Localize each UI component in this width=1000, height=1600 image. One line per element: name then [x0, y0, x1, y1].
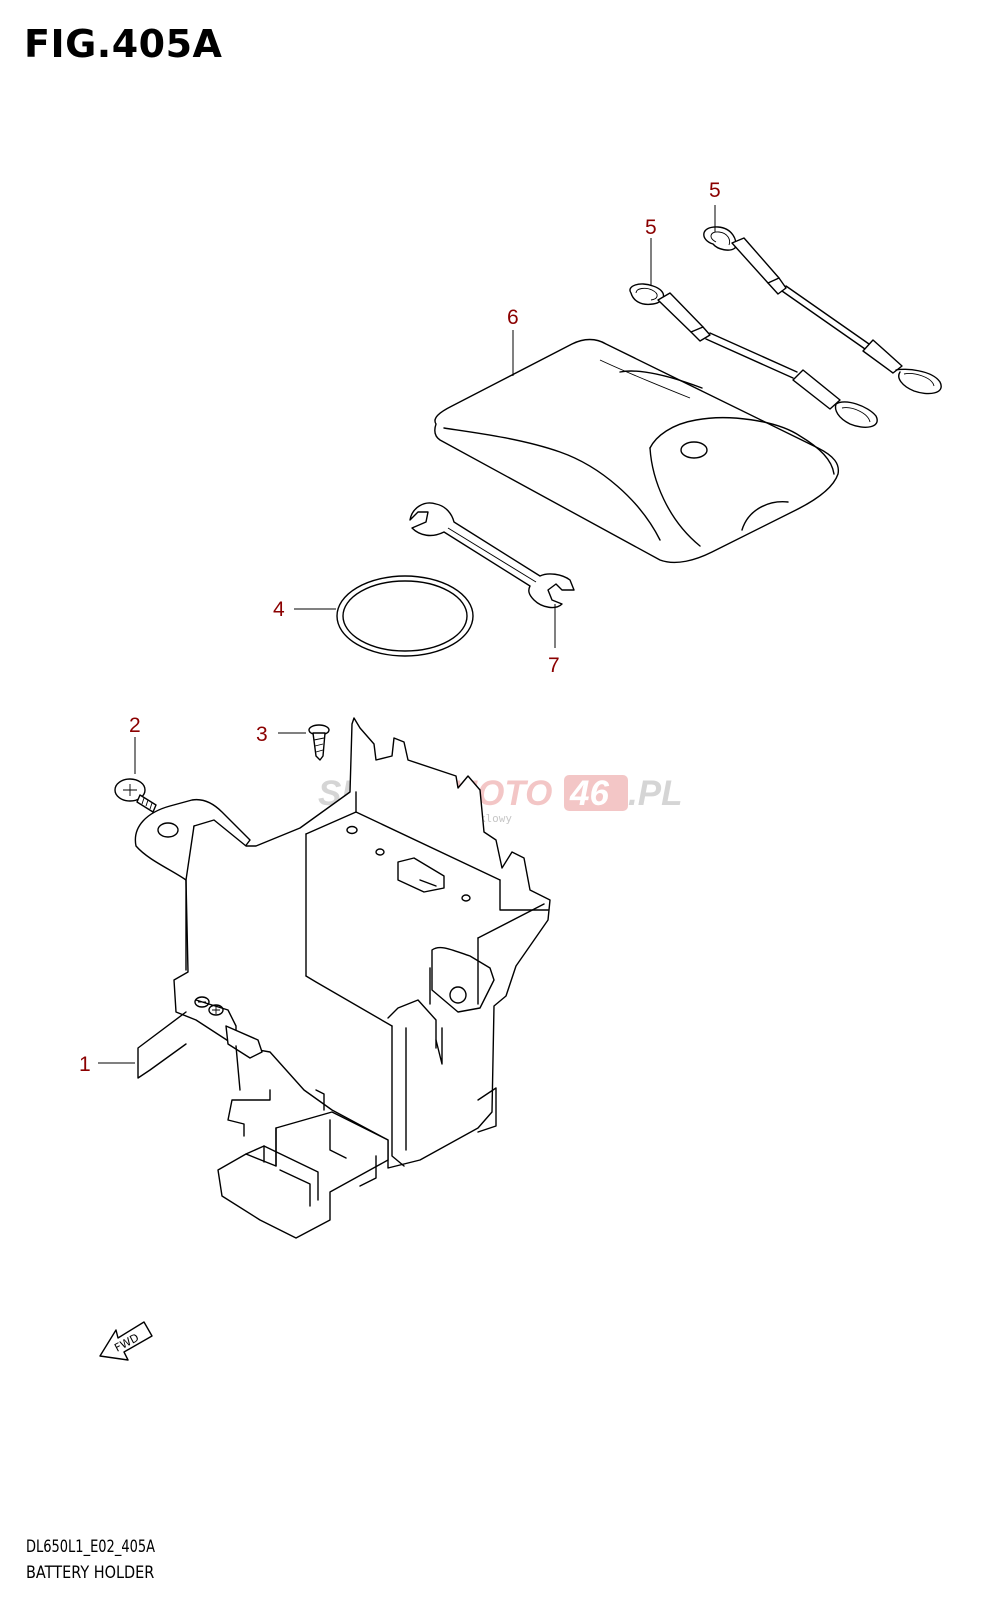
tool-bag: [434, 338, 840, 564]
callout-5-lower: 5: [645, 216, 657, 239]
diagram-code: DL650L1_E02_405A: [26, 1537, 156, 1557]
forward-arrow-icon: FWD: [99, 1321, 153, 1361]
callout-3: 3: [256, 723, 268, 746]
callout-labels: 5 5 6 4 7 3 2 1: [79, 179, 721, 1076]
callout-6: 6: [507, 306, 519, 329]
callout-7: 7: [548, 654, 560, 677]
watermark-badge: [564, 775, 628, 811]
watermark-46: 46: [569, 774, 609, 813]
figure-title: FIG.405A: [24, 22, 223, 66]
callout-5-upper: 5: [709, 179, 721, 202]
tapping-screw: [308, 724, 330, 761]
battery-cable-upper: [703, 226, 942, 395]
wrench: [409, 502, 575, 609]
watermark-pl: .PL: [628, 774, 682, 813]
diagram-name: BATTERY HOLDER: [26, 1563, 155, 1583]
callout-4: 4: [273, 598, 285, 621]
battery-cable-lower: [629, 283, 878, 428]
callout-2: 2: [129, 714, 141, 737]
rubber-band: [336, 575, 474, 657]
battery-holder: [134, 717, 551, 1239]
callout-1: 1: [79, 1053, 91, 1076]
bolt: [114, 778, 157, 813]
leader-lines: [98, 205, 716, 1064]
